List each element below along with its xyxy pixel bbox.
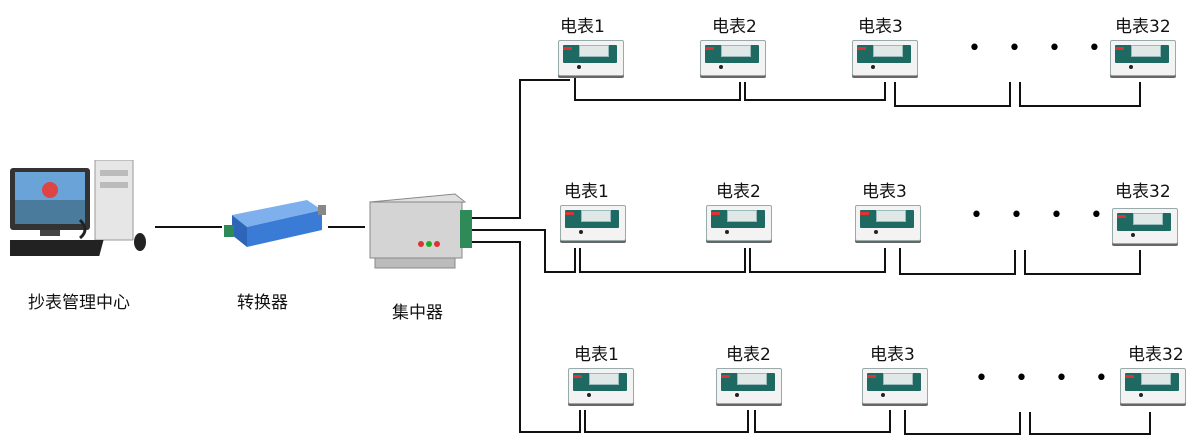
row-2-meter-3-label: 电表3 (862, 182, 907, 202)
row-1-meter-3 (852, 40, 918, 76)
wire-row-1-trunk (472, 79, 570, 219)
concentrator-label: 集中器 (392, 303, 443, 323)
row-3-meter-3 (862, 368, 928, 404)
row-2-meter-1 (560, 205, 626, 241)
wire-row-1-seg-4 (1019, 82, 1141, 107)
row-3-meter-2 (716, 368, 782, 404)
row-2-meter-32 (1112, 208, 1178, 244)
row-1-meter-2-label: 电表2 (712, 17, 757, 37)
concentrator-icon (365, 192, 475, 274)
wire-row-2-seg-4 (1024, 250, 1141, 275)
wire-row-2-seg-1 (579, 248, 746, 273)
row-3-meter-1-label: 电表1 (574, 345, 619, 365)
row-1-meter-3-label: 电表3 (858, 17, 903, 37)
row-1-ellipsis: • • • • • (968, 36, 1151, 61)
wire-row-3-trunk (472, 241, 581, 433)
wire-row-2-seg-3 (899, 248, 1016, 275)
row-3-meter-1 (568, 368, 634, 404)
wire-row-2-trunk (472, 229, 576, 273)
row-2-meter-2-label: 电表2 (716, 182, 761, 202)
wire-row-2-seg-2 (749, 248, 886, 273)
wire-row-1-seg-2 (744, 82, 886, 101)
wire-row-1-seg-1 (574, 78, 741, 101)
row-1-meter-2 (700, 40, 766, 76)
row-1-meter-32-label: 电表32 (1115, 17, 1171, 37)
row-3-meter-2-label: 电表2 (726, 345, 771, 365)
wire-row-3-seg-2 (754, 410, 891, 433)
converter-label: 转换器 (237, 293, 288, 313)
row-1-meter-32 (1110, 40, 1176, 76)
row-3-meter-3-label: 电表3 (870, 345, 915, 365)
wire-row-1-seg-3 (894, 82, 1011, 107)
row-3-meter-32 (1120, 368, 1186, 404)
wire-row-3-seg-4 (1029, 412, 1151, 435)
row-2-meter-2 (706, 205, 772, 241)
wire-row-3-seg-3 (904, 410, 1021, 435)
row-2-meter-1-label: 电表1 (564, 182, 609, 202)
row-1-meter-1-label: 电表1 (560, 17, 605, 37)
row-3-ellipsis: • • • • • (975, 366, 1158, 391)
computer-icon (0, 159, 160, 270)
center-label: 抄表管理中心 (28, 293, 130, 313)
row-3-meter-32-label: 电表32 (1128, 345, 1184, 365)
row-2-meter-32-label: 电表32 (1115, 182, 1171, 202)
row-1-meter-1 (558, 40, 624, 76)
row-2-meter-3 (855, 205, 921, 241)
wire-row-3-seg-1 (584, 410, 749, 433)
row-2-ellipsis: • • • • • (970, 203, 1153, 228)
converter-icon (222, 195, 332, 255)
